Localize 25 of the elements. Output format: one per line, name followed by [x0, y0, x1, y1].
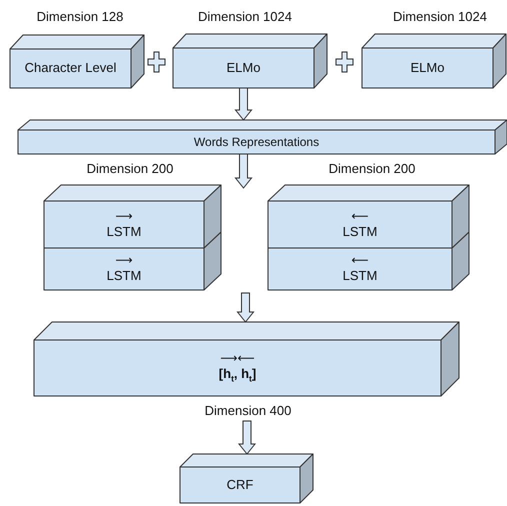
block-label: LSTM [342, 224, 378, 240]
block-label: LSTM [106, 268, 142, 285]
dimension-label: Dimension 1024 [393, 9, 487, 24]
direction-arrow-symbol: ⟵ [351, 208, 369, 224]
dimension-label: Dimension 200 [328, 161, 416, 176]
block-arrow [238, 420, 256, 455]
direction-arrow-symbol: ⟶ [115, 208, 133, 224]
block-label: ELMo [226, 60, 260, 76]
block-label: [h$_{t}$, h$_{t}$] [218, 366, 256, 385]
block-arrow [234, 88, 253, 121]
block-label: Words Representations [194, 134, 320, 150]
block-label: LSTM [106, 224, 142, 240]
dimension-label: Dimension 1024 [198, 9, 292, 24]
dimension-label: Dimension 128 [36, 9, 124, 24]
direction-arrow-symbol: ⟵ [351, 253, 369, 268]
block-label: ELMo [410, 60, 444, 76]
direction-arrow-symbol: ⟶ [115, 253, 133, 268]
block-arrow [234, 154, 253, 189]
block-label: LSTM [342, 268, 378, 285]
block-label: CRF [226, 476, 254, 494]
block-arrow [236, 292, 255, 323]
dimension-label: Dimension 400 [204, 403, 292, 418]
block-label: Character Level [24, 60, 116, 77]
dimension-label: Dimension 200 [86, 161, 174, 176]
direction-arrow-symbol: ⟶⟵ [220, 351, 255, 366]
